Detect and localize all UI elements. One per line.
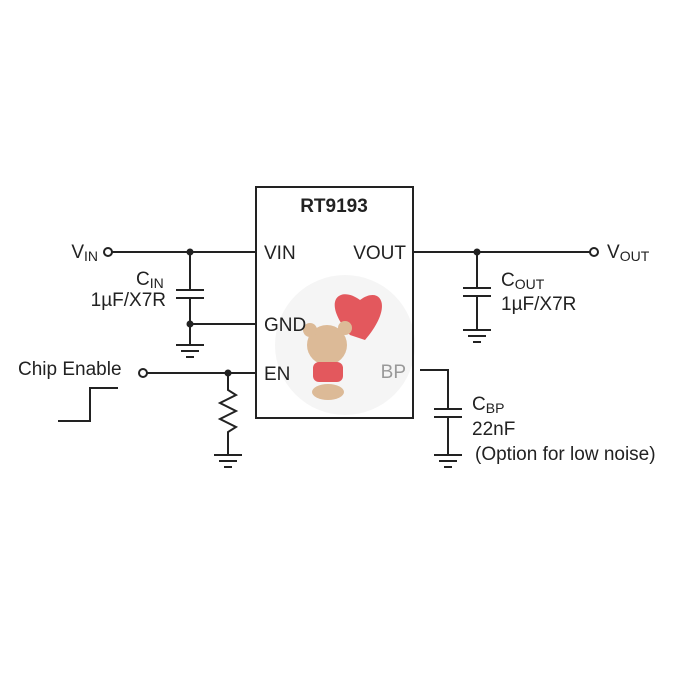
vin-label: VIN <box>71 242 98 264</box>
chip-body <box>255 186 414 419</box>
pin-vin-label: VIN <box>264 243 296 264</box>
cin-value: 1µF/X7R <box>91 290 166 311</box>
cout-capacitor <box>463 252 491 330</box>
cin-capacitor <box>176 252 256 345</box>
cbp-note: (Option for low noise) <box>475 444 656 465</box>
cin-label: CIN <box>136 269 164 291</box>
pin-gnd-label: GND <box>264 315 306 336</box>
en-terminal <box>138 368 148 378</box>
cbp-label: CBP <box>472 394 504 416</box>
pulldown-resistor <box>217 373 239 455</box>
ground-icon <box>434 454 462 468</box>
step-signal-icon <box>58 387 118 422</box>
junction <box>186 320 194 328</box>
pin-vout-label: VOUT <box>353 243 406 264</box>
ground-icon <box>176 344 204 358</box>
chip-name: RT9193 <box>300 196 368 217</box>
vout-terminal <box>589 247 599 257</box>
vin-terminal <box>103 247 113 257</box>
ground-icon <box>463 329 491 343</box>
teddy-bear-watermark <box>275 275 415 415</box>
vout-label: VOUT <box>607 242 650 264</box>
cbp-capacitor <box>420 369 462 455</box>
pin-bp-label: BP <box>381 362 406 383</box>
cout-label: COUT <box>501 270 545 292</box>
ground-icon <box>214 454 242 468</box>
chip-enable-label: Chip Enable <box>18 359 122 380</box>
cbp-value: 22nF <box>472 419 515 440</box>
pin-en-label: EN <box>264 364 290 385</box>
cout-value: 1µF/X7R <box>501 294 576 315</box>
